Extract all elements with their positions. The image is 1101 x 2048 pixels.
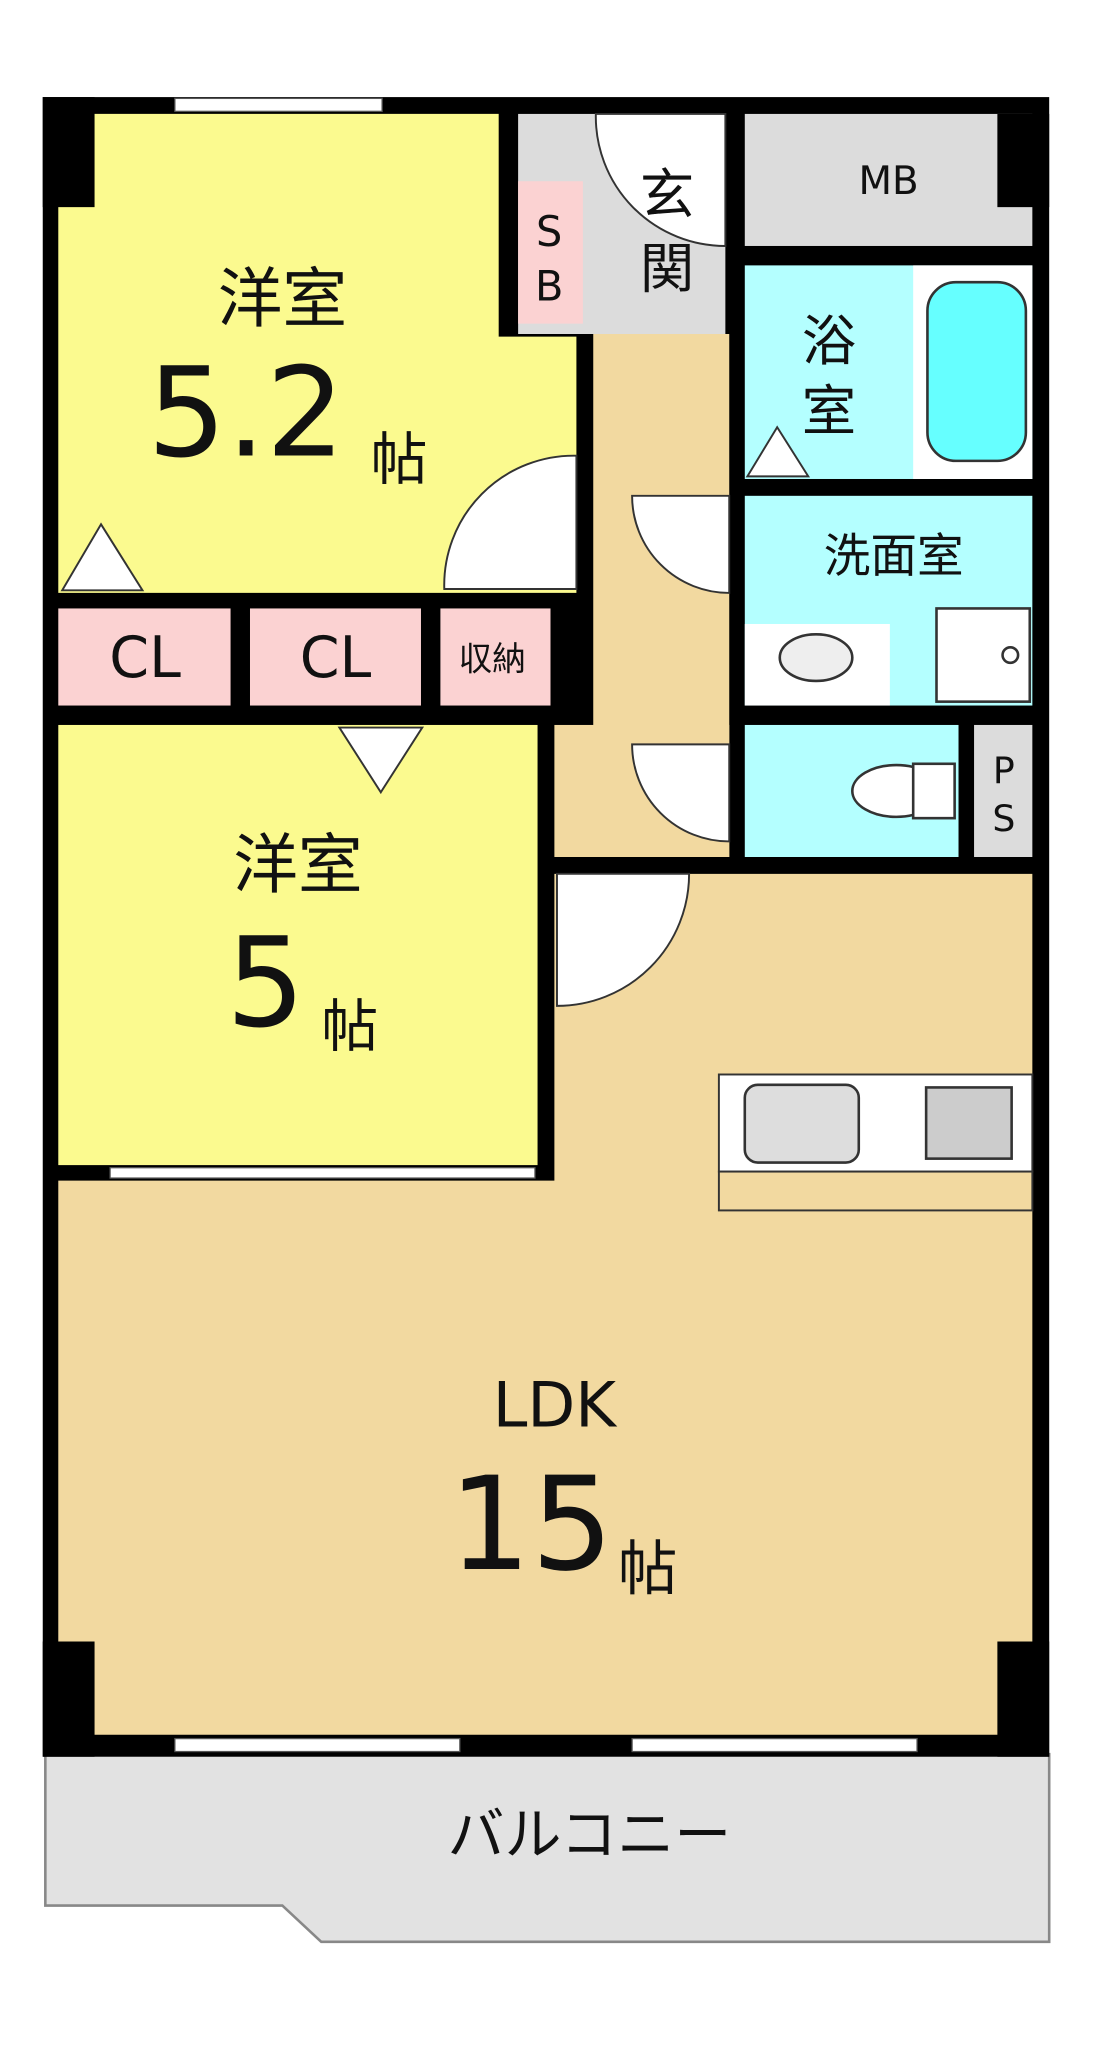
bath-label-2: 室 <box>802 380 856 443</box>
room1-name: 洋室 <box>218 262 348 337</box>
ldk-size: 15 <box>449 1449 614 1600</box>
balcony-label: バルコニー <box>447 1802 731 1868</box>
pipe-space-label-1: P <box>993 749 1015 792</box>
closet1-label: CL <box>109 625 181 691</box>
room2-unit: 帖 <box>321 994 378 1060</box>
western-room-2 <box>58 724 538 1166</box>
door-swing <box>631 494 731 594</box>
bathtub-icon <box>926 280 1028 463</box>
closet-door <box>60 522 145 592</box>
room1-size: 5.2 <box>147 342 345 486</box>
sink-icon <box>778 633 854 683</box>
storage <box>440 608 551 706</box>
meter-box <box>744 113 1033 246</box>
entrance-door-swing <box>594 112 727 247</box>
ldk-name: LDK <box>493 1369 619 1442</box>
room2-size: 5 <box>226 911 305 1055</box>
entrance-label-1: 玄 <box>640 164 694 227</box>
kitchen-sink-icon <box>743 1083 861 1164</box>
door-swing <box>631 743 731 843</box>
room2-name: 洋室 <box>233 828 363 903</box>
closet-2 <box>249 608 421 706</box>
door-swing <box>443 454 578 590</box>
washing-machine-icon <box>935 607 1032 703</box>
closet2-label: CL <box>300 625 372 691</box>
window <box>174 1737 461 1753</box>
closet-1 <box>58 608 231 706</box>
pipe-space <box>974 724 1033 858</box>
window <box>109 1167 536 1179</box>
pipe-space-label-2: S <box>992 797 1015 840</box>
shoe-box-label-1: S <box>536 208 562 256</box>
window <box>631 1737 918 1753</box>
bath-label-1: 浴 <box>802 310 856 373</box>
closet-door <box>337 726 425 795</box>
shoe-box <box>518 181 583 324</box>
stove-icon <box>924 1086 1013 1160</box>
room1-unit: 帖 <box>370 427 427 493</box>
western-room-1 <box>58 113 577 593</box>
shoe-box-label-2: B <box>535 262 563 310</box>
entrance-label-2: 関 <box>640 237 694 300</box>
window <box>174 97 383 112</box>
meter-box-label: MB <box>858 159 918 204</box>
door-swing <box>556 872 691 1007</box>
washroom-label: 洗面室 <box>824 529 964 583</box>
pillar <box>997 113 1050 208</box>
storage-label: 収納 <box>459 640 526 679</box>
ldk-unit: 帖 <box>618 1536 678 1605</box>
bath-door <box>745 425 811 478</box>
